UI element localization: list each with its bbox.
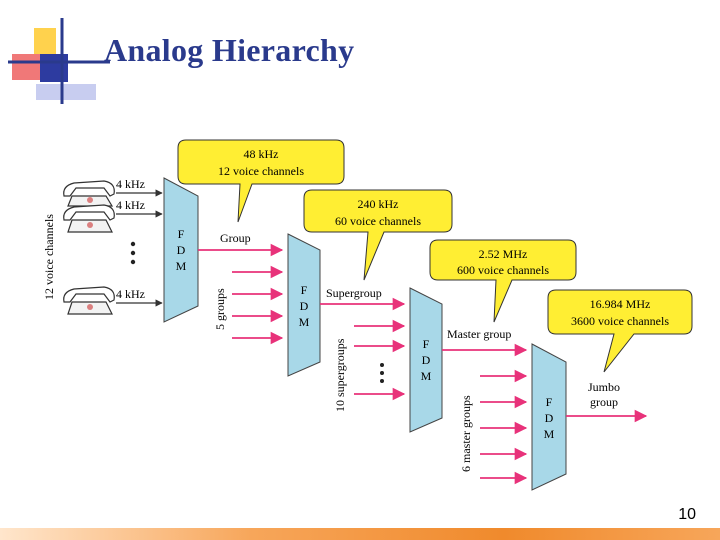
callout-48khz: 48 kHz 12 voice channels [177, 139, 345, 223]
telephone-icon [63, 204, 115, 233]
output-label-group: Group [220, 231, 251, 245]
svg-text:D: D [422, 353, 431, 367]
callout-240khz: 240 kHz 60 voice channels [303, 189, 453, 281]
page-number: 10 [678, 506, 696, 523]
output-label-jumbo-line2: group [590, 395, 618, 409]
side-label-supergroups: 10 supergroups [333, 338, 347, 412]
phone-label: 4 kHz [116, 287, 145, 301]
side-label-master-groups: 6 master groups [459, 395, 473, 472]
telephone-icon [63, 286, 115, 315]
callout-2-line2: 60 voice channels [335, 214, 421, 228]
fdm-multiplexer-3: F D M [409, 287, 443, 433]
ellipsis-dot [380, 371, 384, 375]
svg-text:F: F [178, 227, 185, 241]
slide-logo [8, 18, 110, 104]
ellipsis-dot [380, 363, 384, 367]
ellipsis-dot [130, 241, 136, 247]
svg-text:D: D [300, 299, 309, 313]
callout-4-line1: 16.984 MHz [590, 297, 651, 311]
fdm-multiplexer-2: F D M [287, 233, 321, 377]
output-label-master-group: Master group [447, 327, 511, 341]
callout-3-line1: 2.52 MHz [479, 247, 528, 261]
side-label-groups: 5 groups [213, 288, 227, 330]
output-label-supergroup: Supergroup [326, 286, 382, 300]
svg-text:D: D [177, 243, 186, 257]
callout-1-line2: 12 voice channels [218, 164, 304, 178]
svg-text:F: F [546, 395, 553, 409]
svg-text:F: F [423, 337, 430, 351]
side-label-voice-channels: 12 voice channels [42, 214, 56, 300]
fdm-multiplexer-4: F D M [531, 343, 567, 491]
svg-text:M: M [299, 315, 310, 329]
ellipsis-dot [380, 379, 384, 383]
telephone-icon [63, 180, 115, 207]
output-label-jumbo-line1: Jumbo [588, 380, 620, 394]
fdm-multiplexer-1: F D M [163, 177, 199, 323]
svg-text:D: D [545, 411, 554, 425]
callout-2-line1: 240 kHz [358, 197, 399, 211]
phone-label: 4 kHz [116, 198, 145, 212]
svg-text:M: M [421, 369, 432, 383]
callout-2-52mhz: 2.52 MHz 600 voice channels [429, 239, 577, 323]
ellipsis-dot [130, 250, 136, 256]
ellipsis-dot [130, 259, 136, 265]
page-title: Analog Hierarchy [104, 32, 355, 68]
svg-text:F: F [301, 283, 308, 297]
svg-text:M: M [544, 427, 555, 441]
callout-16-984mhz: 16.984 MHz 3600 voice channels [547, 289, 693, 373]
callout-1-line1: 48 kHz [244, 147, 279, 161]
phone-label: 4 kHz [116, 177, 145, 191]
footer-bar [0, 528, 720, 540]
callout-4-line2: 3600 voice channels [571, 314, 669, 328]
svg-text:M: M [176, 259, 187, 273]
callout-3-line2: 600 voice channels [457, 263, 549, 277]
